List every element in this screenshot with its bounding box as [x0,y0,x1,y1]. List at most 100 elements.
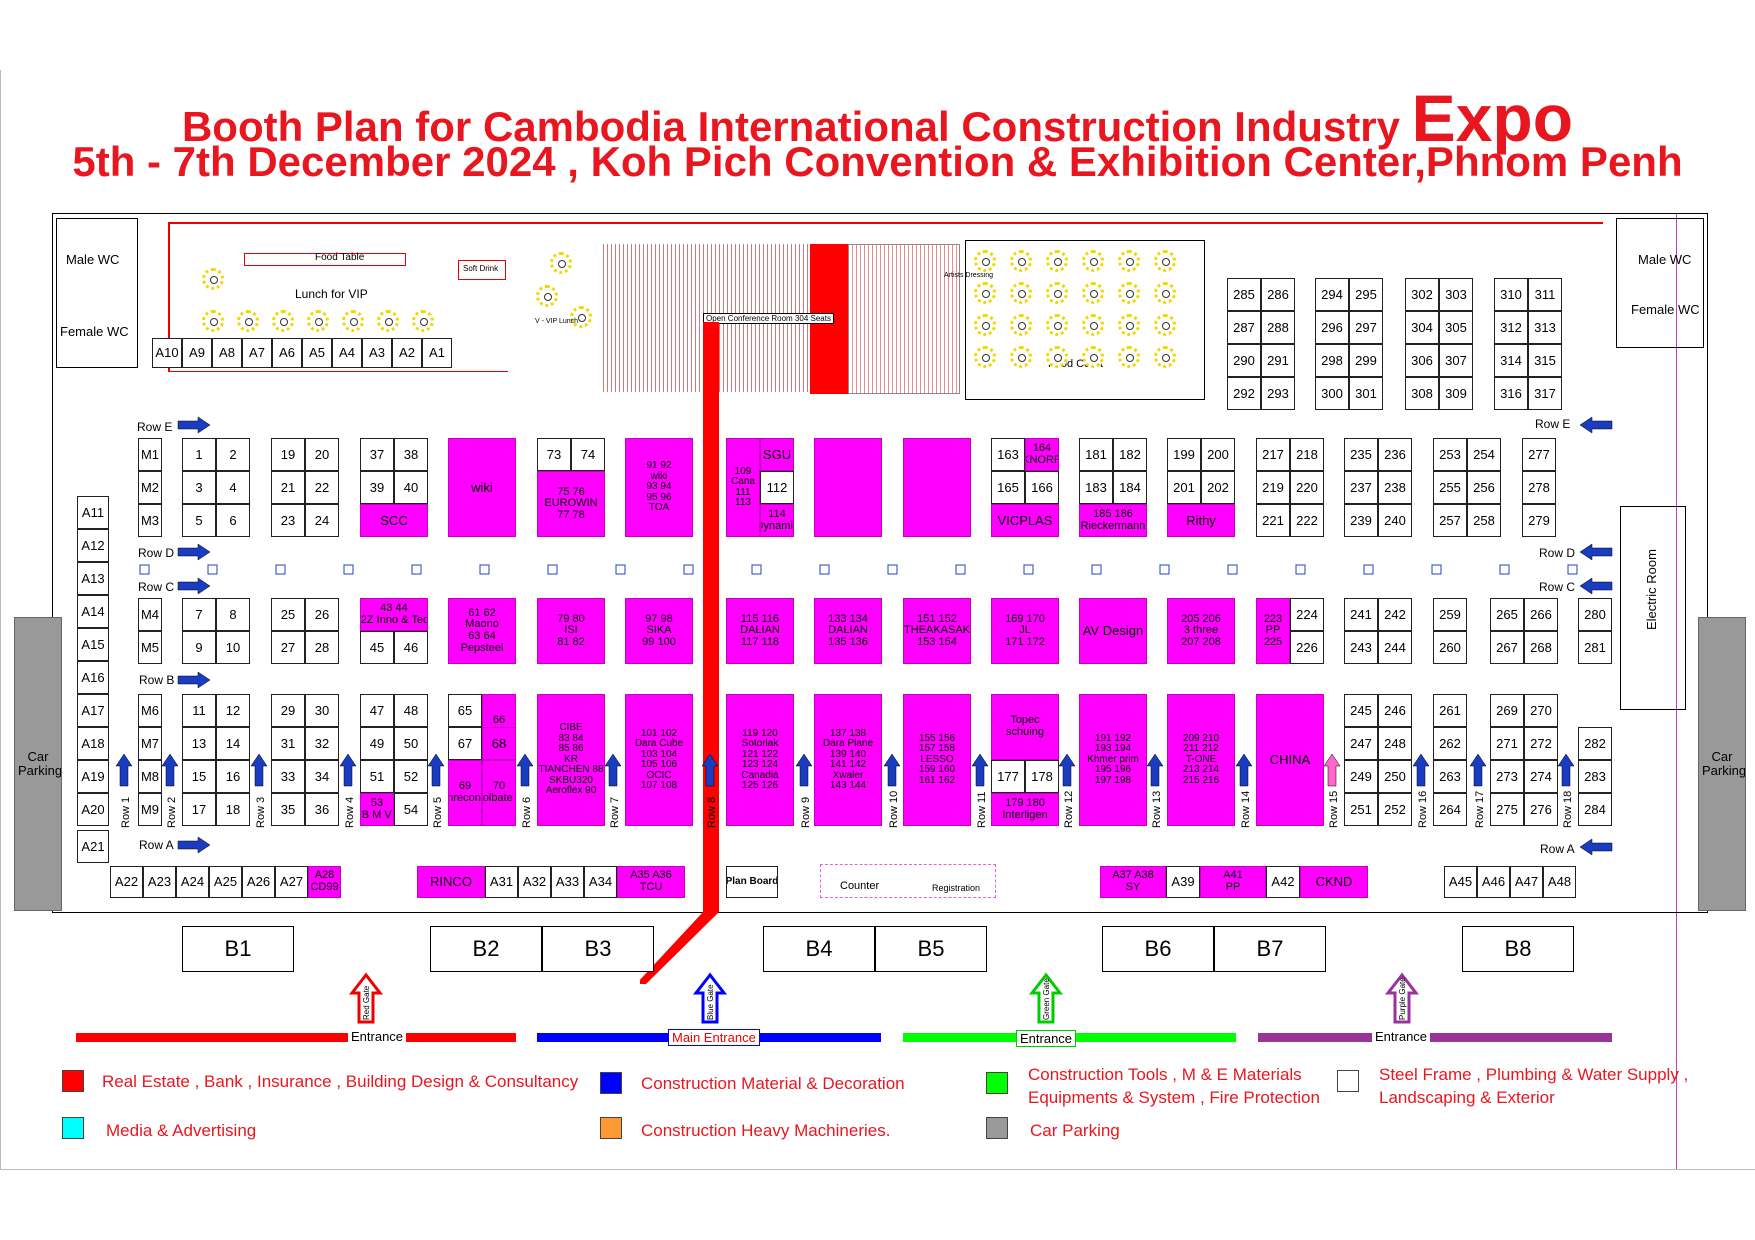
booth-m3[interactable]: M3 [138,504,162,537]
booth-297[interactable]: 297 [1349,311,1383,344]
booth-a14[interactable]: A14 [77,595,109,628]
booth-b7[interactable]: B7 [1214,926,1326,972]
booth-275[interactable]: 275 [1490,793,1524,826]
booth-181[interactable]: 181 [1079,438,1113,471]
booth-a20[interactable]: A20 [77,793,109,826]
booth-315[interactable]: 315 [1528,344,1562,377]
booth-301[interactable]: 301 [1349,377,1383,410]
booth-29[interactable]: 29 [271,694,305,727]
booth-222[interactable]: 222 [1290,504,1324,537]
booth-74[interactable]: 74 [571,438,605,471]
booth-286[interactable]: 286 [1261,278,1295,311]
booth-308[interactable]: 308 [1405,377,1439,410]
booth-304[interactable]: 304 [1405,311,1439,344]
booth-236[interactable]: 236 [1378,438,1412,471]
booth-b4[interactable]: B4 [763,926,875,972]
booth-277[interactable]: 277 [1522,438,1556,471]
booth-218[interactable]: 218 [1290,438,1324,471]
booth-49[interactable]: 49 [360,727,394,760]
booth-252[interactable]: 252 [1378,793,1412,826]
booth-cknd[interactable]: CKND [1300,866,1368,898]
booth-235[interactable]: 235 [1344,438,1378,471]
booth-178[interactable]: 178 [1025,760,1059,793]
booth-rithy[interactable]: Rithy [1167,504,1235,537]
booth-26[interactable]: 26 [305,598,339,631]
booth-255[interactable]: 255 [1433,471,1467,504]
booth-184[interactable]: 184 [1113,471,1147,504]
booth-177[interactable]: 177 [991,760,1025,793]
booth-53[interactable]: 53S B M V H [360,793,394,826]
booth-52[interactable]: 52 [394,760,428,793]
booth-28[interactable]: 28 [305,631,339,664]
booth-270[interactable]: 270 [1524,694,1558,727]
booth-292[interactable]: 292 [1227,377,1261,410]
booth-a48[interactable]: A48 [1543,866,1576,898]
booth-37[interactable]: 37 [360,438,394,471]
booth-257[interactable]: 257 [1433,504,1467,537]
booth-47[interactable]: 47 [360,694,394,727]
booth-m9[interactable]: M9 [138,793,162,826]
booth-262[interactable]: 262 [1433,727,1467,760]
booth-a1[interactable]: A1 [422,338,452,368]
booth-283[interactable]: 283 [1578,760,1612,793]
booth-m1[interactable]: M1 [138,438,162,471]
booth-a15[interactable]: A15 [77,628,109,661]
booth-303[interactable]: 303 [1439,278,1473,311]
booth-11[interactable]: 11 [182,694,216,727]
booth-43-44[interactable]: 43 44A2Z Inno & Tech [360,598,428,631]
booth-217[interactable]: 217 [1256,438,1290,471]
booth-201[interactable]: 201 [1167,471,1201,504]
booth-45[interactable]: 45 [360,631,394,664]
booth-38[interactable]: 38 [394,438,428,471]
booth-309[interactable]: 309 [1439,377,1473,410]
booth-m8[interactable]: M8 [138,760,162,793]
booth-a9[interactable]: A9 [182,338,212,368]
booth-a45[interactable]: A45 [1444,866,1477,898]
booth-scc[interactable]: SCC [360,504,428,537]
booth-a31[interactable]: A31 [485,866,518,898]
booth-6[interactable]: 6 [216,504,250,537]
booth-307[interactable]: 307 [1439,344,1473,377]
booth-31[interactable]: 31 [271,727,305,760]
booth-219[interactable]: 219 [1256,471,1290,504]
booth-a2[interactable]: A2 [392,338,422,368]
booth-m2[interactable]: M2 [138,471,162,504]
booth-254[interactable]: 254 [1467,438,1501,471]
booth-280[interactable]: 280 [1578,598,1612,631]
booth-68[interactable]: 68 [482,727,516,760]
booth-blank-71[interactable] [814,438,882,537]
booth-114[interactable]: 114Dynamic [760,504,794,537]
booth-b2[interactable]: B2 [430,926,542,972]
booth-5[interactable]: 5 [182,504,216,537]
booth-182[interactable]: 182 [1113,438,1147,471]
booth-290[interactable]: 290 [1227,344,1261,377]
booth-306[interactable]: 306 [1405,344,1439,377]
booth-40[interactable]: 40 [394,471,428,504]
booth-m7[interactable]: M7 [138,727,162,760]
booth-165[interactable]: 165 [991,471,1025,504]
booth-271[interactable]: 271 [1490,727,1524,760]
booth-224[interactable]: 224 [1290,598,1324,631]
booth-b5[interactable]: B5 [875,926,987,972]
booth-a12[interactable]: A12 [77,529,109,562]
booth-242[interactable]: 242 [1378,598,1412,631]
booth-2[interactable]: 2 [216,438,250,471]
booth-12[interactable]: 12 [216,694,250,727]
booth-243[interactable]: 243 [1344,631,1378,664]
booth-54[interactable]: 54 [394,793,428,826]
booth-260[interactable]: 260 [1433,631,1467,664]
booth-m4[interactable]: M4 [138,598,162,631]
booth-36[interactable]: 36 [305,793,339,826]
booth-a22[interactable]: A22 [110,866,143,898]
